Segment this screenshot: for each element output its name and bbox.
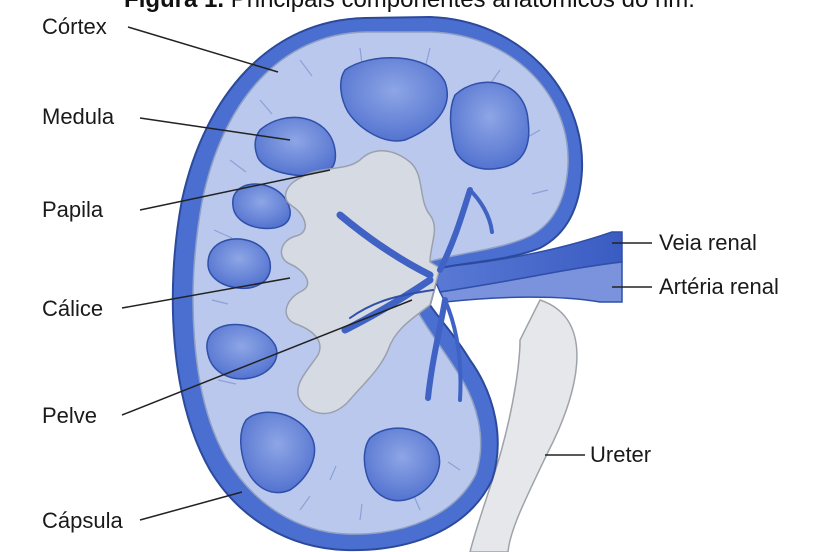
pyramid — [208, 239, 270, 288]
label-ureter: Ureter — [590, 442, 651, 468]
label-arteria-renal: Artéria renal — [659, 274, 779, 300]
label-pelve: Pelve — [42, 403, 97, 429]
pyramid — [450, 82, 528, 169]
label-medula: Medula — [42, 104, 114, 130]
label-veia-renal: Veia renal — [659, 230, 757, 256]
label-calice: Cálice — [42, 296, 103, 322]
label-cortex: Córtex — [42, 14, 107, 40]
label-capsula: Cápsula — [42, 508, 123, 534]
label-papila: Papila — [42, 197, 103, 223]
